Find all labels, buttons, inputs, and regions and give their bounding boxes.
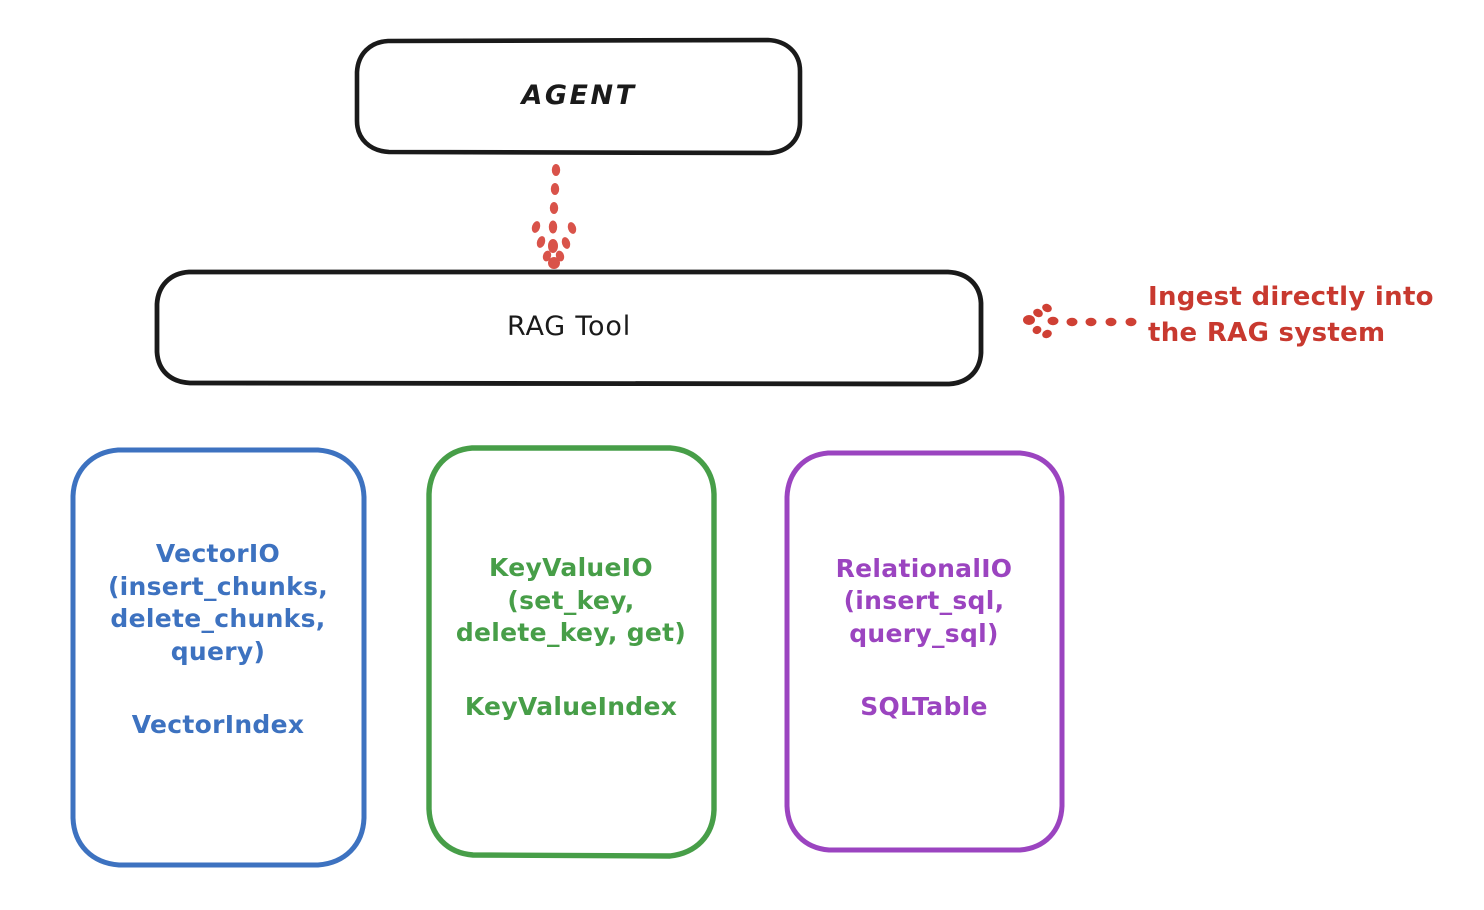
- rag-tool-node-label: RAG Tool: [506, 311, 631, 343]
- relationalio-node[interactable]: RelationalIO (insert_sql, query_sql) SQL…: [786, 452, 1062, 850]
- agent-node-label: AGENT: [521, 80, 637, 112]
- ingest-annotation-text: Ingest directly into the RAG system: [1148, 282, 1434, 348]
- relationalio-api-label: RelationalIO (insert_sql, query_sql): [835, 553, 1013, 648]
- relationalio-index-label: SQLTable: [860, 692, 988, 722]
- relationalio-content: RelationalIO (insert_sql, query_sql) SQL…: [836, 553, 1013, 722]
- keyvalueio-api-label: KeyValueIO (set_key, delete_key, get): [455, 553, 687, 648]
- vectorio-content: VectorIO (insert_chunks, delete_chunks, …: [108, 538, 328, 739]
- vectorio-box-outline: [70, 447, 367, 868]
- vectorio-node[interactable]: VectorIO (insert_chunks, delete_chunks, …: [72, 449, 364, 866]
- agent-box-outline: [354, 37, 803, 156]
- ingest-to-ragtool-arrow: [1023, 303, 1137, 339]
- rag-tool-node[interactable]: RAG Tool: [157, 271, 981, 384]
- keyvalueio-index-label: KeyValueIndex: [464, 691, 678, 721]
- relationalio-box-outline: [784, 450, 1065, 853]
- agent-node[interactable]: AGENT: [357, 40, 801, 153]
- agent-to-ragtool-arrow: [531, 164, 577, 269]
- keyvalueio-node[interactable]: KeyValueIO (set_key, delete_key, get) Ke…: [428, 447, 714, 856]
- keyvalueio-box-outline: [426, 445, 717, 859]
- ragtool-box-outline: [154, 269, 984, 387]
- vectorio-api-label: VectorIO (insert_chunks, delete_chunks, …: [107, 539, 329, 666]
- keyvalueio-content: KeyValueIO (set_key, delete_key, get) Ke…: [456, 552, 686, 721]
- vectorio-index-label: VectorIndex: [131, 710, 305, 739]
